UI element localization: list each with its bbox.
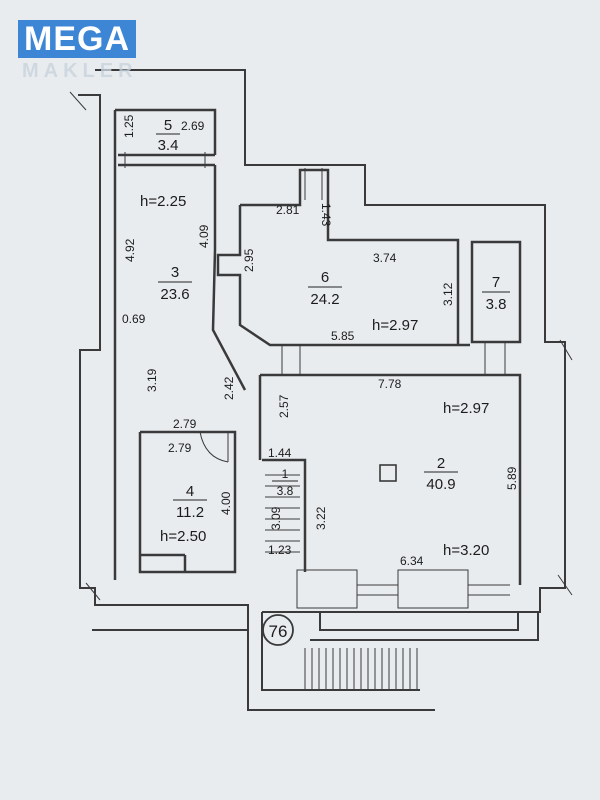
dim-1-25: 1.25 (122, 114, 136, 138)
dim-3-12: 3.12 (441, 282, 455, 306)
building-number: 76 (269, 622, 288, 641)
dim-2-79-bottom: 2.79 (168, 441, 192, 455)
dim-3-22: 3.22 (314, 506, 328, 530)
height-room-4: h=2.50 (160, 528, 206, 545)
dim-1-44: 1.44 (268, 446, 292, 460)
room-5-number: 5 (164, 117, 172, 134)
exterior-walls (78, 69, 566, 711)
megamakler-logo: MEGA MAKLER (18, 20, 136, 82)
dim-4-09: 4.09 (197, 224, 211, 248)
dim-5-89: 5.89 (505, 466, 519, 490)
interior-walls (113, 108, 522, 585)
exterior-staircase (304, 648, 418, 690)
room-2-area: 40.9 (426, 476, 455, 493)
room-3-number: 3 (171, 264, 179, 281)
dim-4-00: 4.00 (219, 491, 233, 515)
dim-2-57: 2.57 (277, 394, 291, 418)
dim-3-19: 3.19 (145, 368, 159, 392)
dim-5-85: 5.85 (331, 329, 355, 343)
height-room-2-top: h=2.97 (443, 400, 489, 417)
room-5-area: 3.4 (158, 137, 179, 154)
room-2-number: 2 (437, 455, 445, 472)
room-4-area: 11.2 (176, 504, 204, 521)
dim-2-95: 2.95 (242, 248, 256, 272)
logo-brand: MEGA (18, 20, 136, 58)
dim-2-69: 2.69 (181, 119, 205, 133)
height-room-2-bottom: h=3.20 (443, 542, 489, 559)
openings (69, 91, 573, 609)
height-room-3: h=2.25 (140, 193, 186, 210)
dim-2-81: 2.81 (276, 203, 300, 217)
dim-4-92: 4.92 (123, 238, 137, 262)
interior-staircase (265, 474, 300, 553)
dim-2-79-top: 2.79 (173, 417, 197, 431)
ceiling-heights: h=2.25 h=2.97 h=2.97 h=2.50 h=3.20 (140, 193, 489, 559)
dimension-labels: 1.25 2.69 4.92 4.09 0.69 3.19 2.81 1.43 … (122, 114, 519, 568)
dim-6-34: 6.34 (400, 554, 424, 568)
dim-2-42: 2.42 (222, 376, 236, 400)
room-1-number: 1 (282, 467, 289, 481)
logo-sub: MAKLER (22, 60, 138, 82)
room-1-area: 3.8 (277, 484, 294, 498)
height-room-6: h=2.97 (372, 317, 418, 334)
dim-1-23: 1.23 (268, 543, 292, 557)
dim-7-78: 7.78 (378, 377, 402, 391)
building-number-marker: 76 (262, 614, 294, 646)
dim-3-09: 3.09 (269, 506, 283, 530)
dim-3-74: 3.74 (373, 251, 397, 265)
room-4-number: 4 (186, 483, 194, 500)
room-6-area: 24.2 (310, 291, 339, 308)
dim-1-43: 1.43 (319, 203, 333, 227)
room-7-area: 3.8 (486, 296, 507, 313)
room-7-number: 7 (492, 274, 500, 291)
dim-0-69: 0.69 (122, 312, 146, 326)
room-6-number: 6 (321, 269, 329, 286)
room-labels: 5 3.4 3 23.6 6 24.2 7 3.8 2 40.9 4 11.2 … (156, 117, 510, 521)
room-3-area: 23.6 (160, 286, 189, 303)
